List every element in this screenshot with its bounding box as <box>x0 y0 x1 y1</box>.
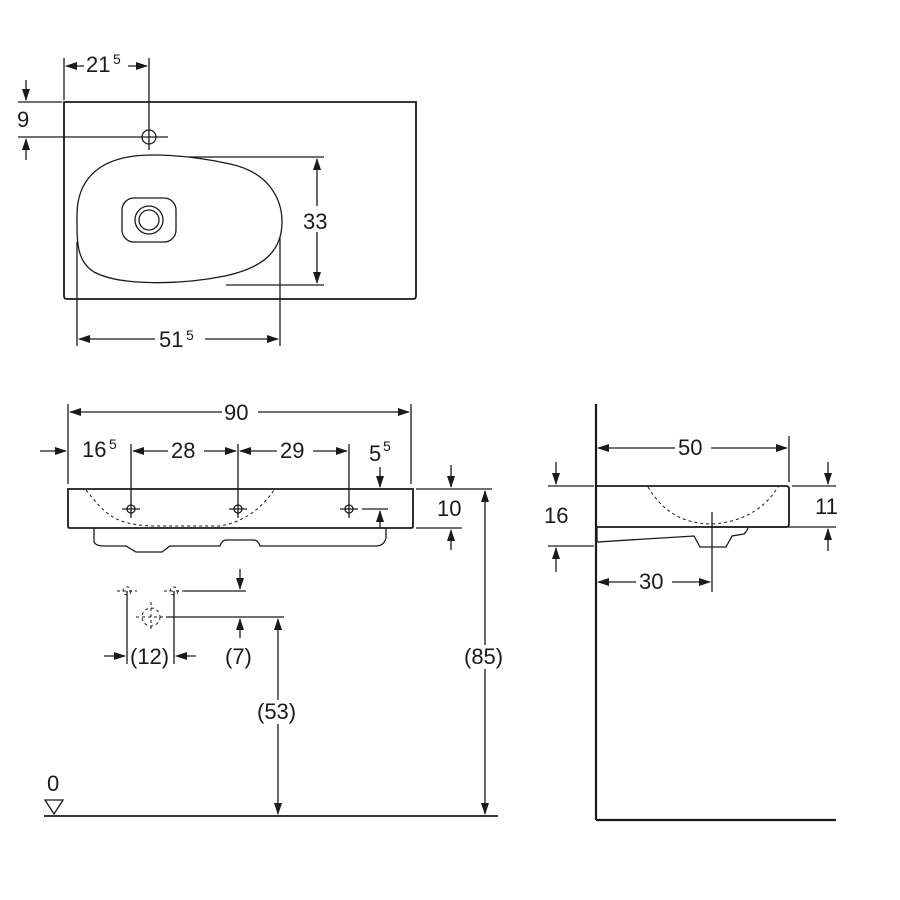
center-mark-left <box>122 500 140 518</box>
label-bg <box>222 400 258 424</box>
label-bg <box>155 327 205 351</box>
label-bg <box>84 54 128 76</box>
dim-total-width: 90 <box>224 400 248 425</box>
floor-level-symbol <box>43 799 65 816</box>
dim-bowl-width: 51 <box>159 327 183 352</box>
dim-tap-offset-sup: 5 <box>113 51 121 67</box>
dim-right-offset: 5 <box>369 441 381 466</box>
bowl-outline <box>76 154 283 284</box>
dim-tap-from-back: 9 <box>17 107 29 132</box>
basin-side-underside <box>596 526 749 548</box>
dim-right-offset-sup: 5 <box>383 438 391 454</box>
dim-drain-height: (53) <box>257 699 296 724</box>
label-bg <box>300 206 334 232</box>
dim-bowl-width-sup: 5 <box>186 327 194 343</box>
floor-level-label: 0 <box>47 771 59 796</box>
top-view: 21 5 9 33 51 5 <box>17 51 417 352</box>
basin-side-outline <box>597 485 790 528</box>
dim-depth: 50 <box>678 435 702 460</box>
label-bg <box>636 570 672 594</box>
label-bg <box>168 440 204 462</box>
dim-bowl-height: 11 <box>815 494 838 519</box>
dim-bowl-depth: 33 <box>303 209 327 234</box>
drain-plate <box>121 197 177 243</box>
dim-rim-height: 10 <box>437 496 461 521</box>
dim-left-offset: 16 <box>82 437 106 462</box>
bowl-side-hidden-line <box>647 486 779 525</box>
drain-outer-ring <box>134 205 164 235</box>
dim-left-offset-sup: 5 <box>109 436 117 452</box>
label-bg <box>675 436 711 460</box>
drain-inner-ring <box>138 209 160 231</box>
dim-overall-height: 16 <box>544 503 568 528</box>
dim-rough-in-offset: (7) <box>225 644 252 669</box>
label-bg <box>255 700 301 724</box>
center-mark-middle <box>229 500 247 518</box>
dim-rough-in-spacing: (12) <box>130 644 169 669</box>
center-mark-right <box>340 500 358 518</box>
label-bg <box>277 440 313 462</box>
dim-spacing-2: 29 <box>280 438 304 463</box>
dim-rim-to-floor: (85) <box>464 644 503 669</box>
basin-top-outline <box>63 101 417 300</box>
basin-front-outline <box>67 488 414 529</box>
dim-drain-from-wall: 30 <box>639 569 663 594</box>
side-view: 50 16 11 30 <box>544 404 838 822</box>
front-view: 90 16 5 28 29 5 5 10 (85) <box>40 400 508 817</box>
basin-underside <box>93 528 387 553</box>
dim-spacing-1: 28 <box>171 438 195 463</box>
label-bg <box>462 645 508 669</box>
dim-tap-offset: 21 <box>86 52 110 77</box>
rough-in-waste <box>136 602 166 632</box>
bowl-hidden-line <box>85 489 275 527</box>
